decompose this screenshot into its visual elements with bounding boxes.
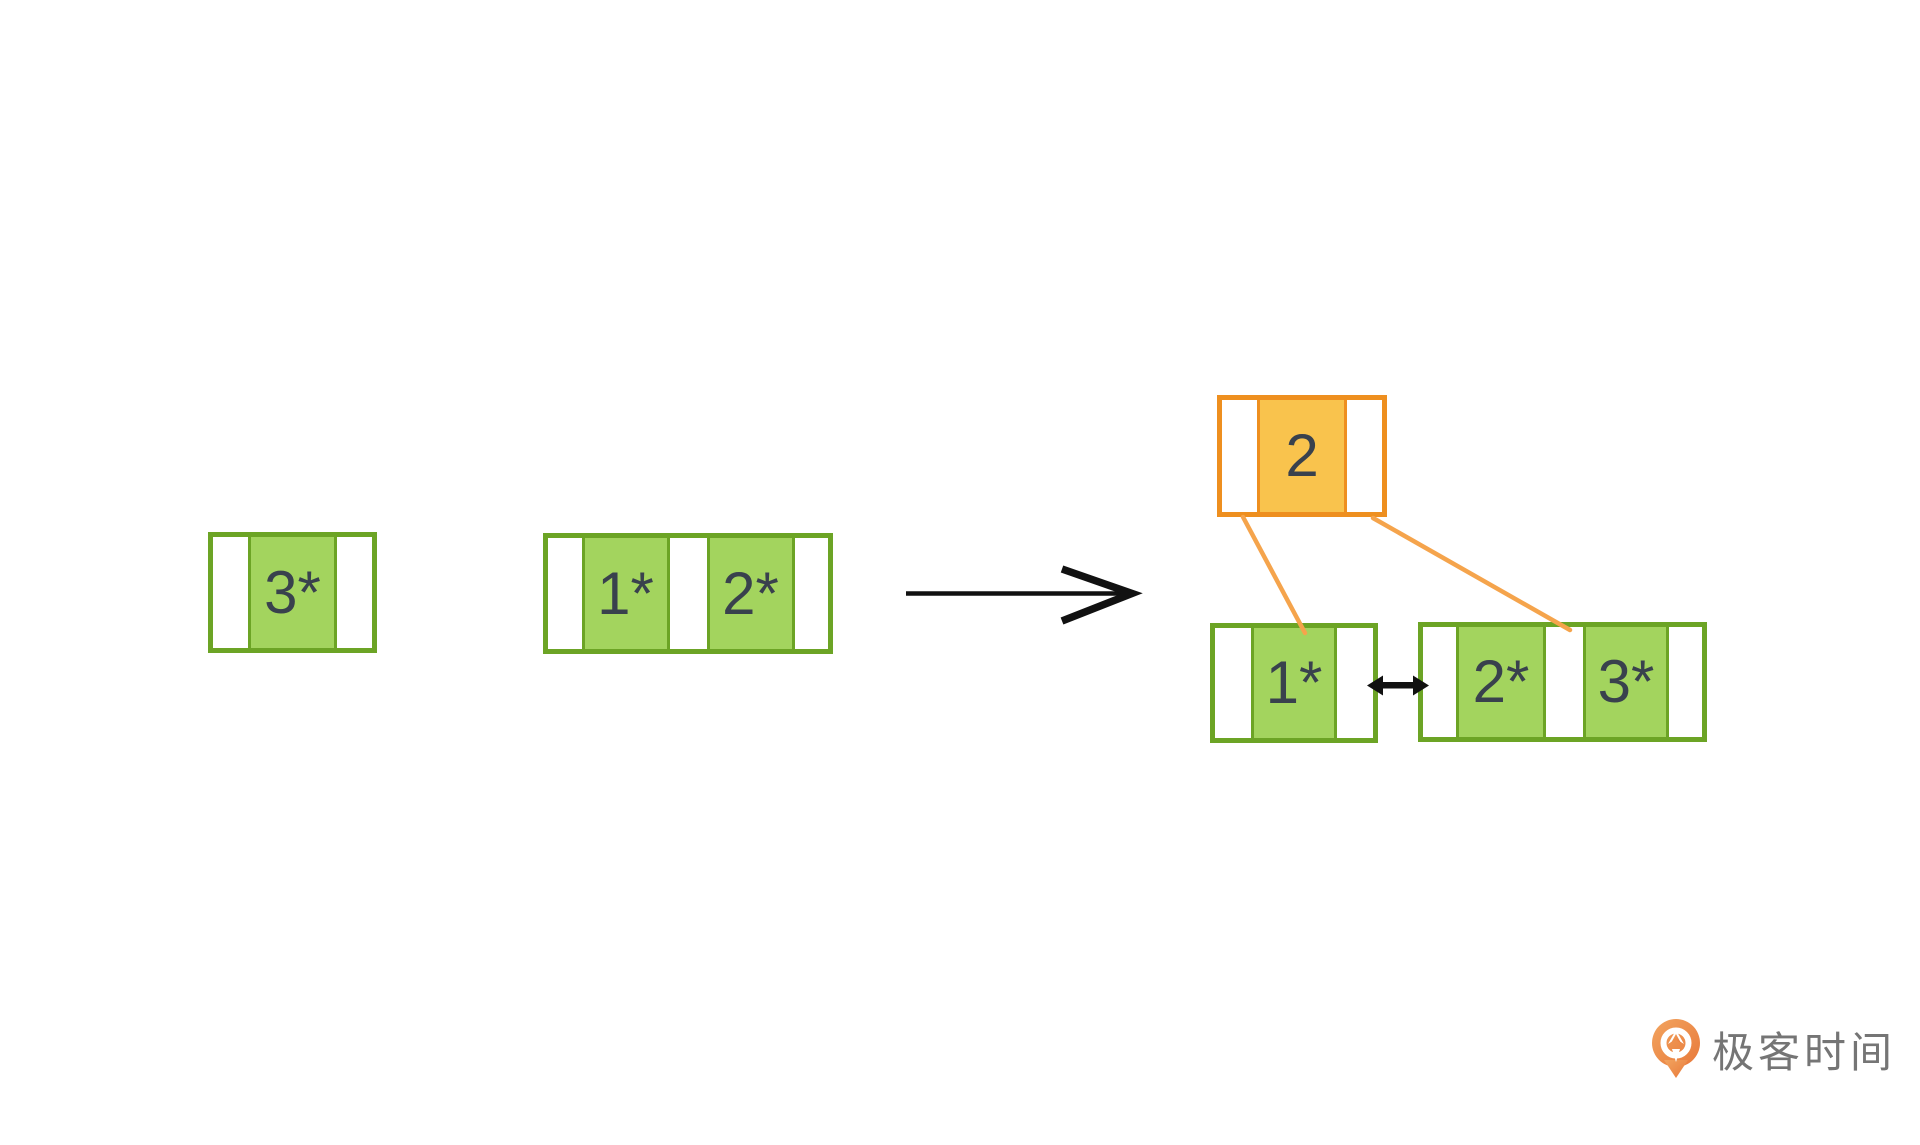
free-space [1222, 400, 1257, 512]
page-node-3: 3* [208, 532, 377, 653]
free-space [213, 537, 248, 648]
free-space [1347, 400, 1382, 512]
geektime-logo: 极客时间 [1650, 1018, 1896, 1080]
geektime-logo-icon [1652, 1019, 1700, 1078]
link-to-right-leaf [1370, 515, 1573, 633]
record-cell-1: 1* [581, 538, 670, 649]
key-cell-2: 2 [1257, 400, 1347, 512]
record-cell-3: 3* [248, 537, 337, 648]
record-cell-1: 1* [1251, 628, 1337, 738]
sibling-link-arrow-icon [1367, 675, 1429, 696]
free-space [337, 537, 372, 648]
transform-arrow-icon [906, 565, 1143, 625]
record-cell-2: 2* [1456, 627, 1546, 737]
parent-child-links [1240, 514, 1573, 636]
free-space [795, 538, 829, 649]
free-space [1669, 627, 1702, 737]
record-cell-2: 2* [706, 538, 795, 649]
free-space [670, 538, 707, 649]
root-node-2: 2 [1217, 395, 1387, 517]
geektime-logo-text: 极客时间 [1712, 1028, 1897, 1076]
free-space [548, 538, 582, 649]
link-to-left-leaf [1240, 514, 1308, 636]
leaf-node-2-3: 2* 3* [1418, 622, 1707, 742]
page-node-1-2: 1* 2* [543, 533, 833, 654]
record-cell-3: 3* [1583, 627, 1669, 737]
